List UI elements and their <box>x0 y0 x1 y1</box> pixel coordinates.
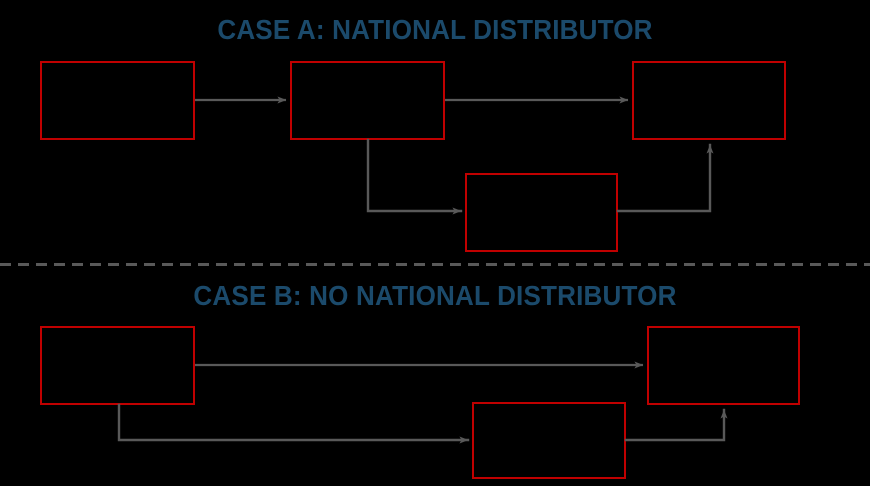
case-a-title: CASE A: NATIONAL DISTRIBUTOR <box>217 14 653 45</box>
case-a-box-3[interactable] <box>632 61 786 140</box>
case-a-arrow-3 <box>366 138 463 215</box>
case-b-arrow-3 <box>624 408 728 442</box>
case-a-box-2[interactable] <box>290 61 445 140</box>
case-b-box-2[interactable] <box>647 326 800 405</box>
section-divider <box>0 263 870 266</box>
case-a-box-4[interactable] <box>465 173 618 252</box>
case-a-box-1[interactable] <box>40 61 195 140</box>
case-b-box-1[interactable] <box>40 326 195 405</box>
case-a-arrow-4 <box>616 143 714 213</box>
case-b-arrow-2 <box>117 403 470 444</box>
case-b-title: CASE B: NO NATIONAL DISTRIBUTOR <box>193 280 677 311</box>
case-b-box-3[interactable] <box>472 402 626 479</box>
